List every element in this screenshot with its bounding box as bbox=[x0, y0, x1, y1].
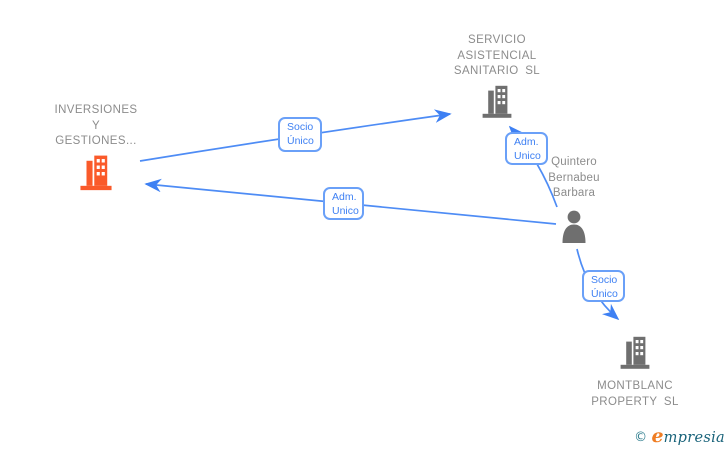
brand-initial: e bbox=[651, 425, 664, 447]
building-icon bbox=[78, 153, 114, 196]
edge-label-socio-unico-bottom: Socio Único bbox=[582, 270, 625, 302]
node-quintero-bernabeu-barbara[interactable]: Quintero Bernabeu Barbara bbox=[494, 155, 654, 248]
brand-rest: mpresia bbox=[663, 430, 725, 446]
edge-label-line: Socio bbox=[591, 274, 618, 286]
node-label-line: GESTIONES... bbox=[55, 135, 137, 147]
node-label-line: Bernabeu bbox=[548, 171, 600, 184]
node-servicio-asistencial-sanitario[interactable]: SERVICIO ASISTENCIAL SANITARIO SL bbox=[417, 33, 577, 124]
edge-label-line: Unico bbox=[514, 149, 541, 162]
edge-label-line: Único bbox=[287, 134, 314, 147]
edge-label-adm-unico-right: Adm. Unico bbox=[505, 132, 548, 165]
node-label-line: Quintero bbox=[551, 156, 597, 168]
node-label-line: INVERSIONES bbox=[54, 104, 138, 116]
node-label-line: Y bbox=[91, 119, 101, 132]
node-label: Quintero Bernabeu Barbara bbox=[494, 155, 654, 202]
node-label-line: ASISTENCIAL bbox=[457, 49, 537, 62]
node-label-line: Barbara bbox=[552, 187, 596, 199]
node-label: SERVICIO ASISTENCIAL SANITARIO SL bbox=[417, 33, 577, 80]
edge-label-line: Adm. bbox=[332, 191, 357, 203]
node-label: INVERSIONES Y GESTIONES... bbox=[16, 103, 176, 150]
copyright-symbol: © bbox=[634, 430, 648, 445]
building-icon bbox=[481, 83, 513, 124]
node-montblanc-property[interactable]: MONTBLANC PROPERTY SL bbox=[555, 334, 715, 410]
edge-label-adm-unico-middle: Adm. Unico bbox=[323, 187, 364, 220]
building-icon bbox=[619, 334, 651, 375]
node-label-line: PROPERTY SL bbox=[591, 395, 679, 408]
person-icon bbox=[559, 210, 589, 248]
node-label: MONTBLANC PROPERTY SL bbox=[555, 379, 715, 410]
empresia-logo[interactable]: © empresia bbox=[634, 425, 725, 447]
edge-label-line: Unico bbox=[332, 204, 359, 217]
node-label-line: SERVICIO bbox=[468, 34, 526, 46]
edge-label-line: Socio bbox=[287, 121, 314, 133]
empresia-wordmark: empresia bbox=[651, 425, 725, 447]
node-inversiones-y-gestiones[interactable]: INVERSIONES Y GESTIONES... bbox=[16, 103, 176, 196]
node-label-line: MONTBLANC bbox=[597, 380, 673, 392]
node-label-line: SANITARIO SL bbox=[453, 65, 541, 77]
edge-label-socio-unico-top: Socio Único bbox=[278, 117, 322, 152]
edge-label-line: Adm. bbox=[514, 136, 539, 148]
edge-label-line: Único bbox=[591, 287, 618, 300]
